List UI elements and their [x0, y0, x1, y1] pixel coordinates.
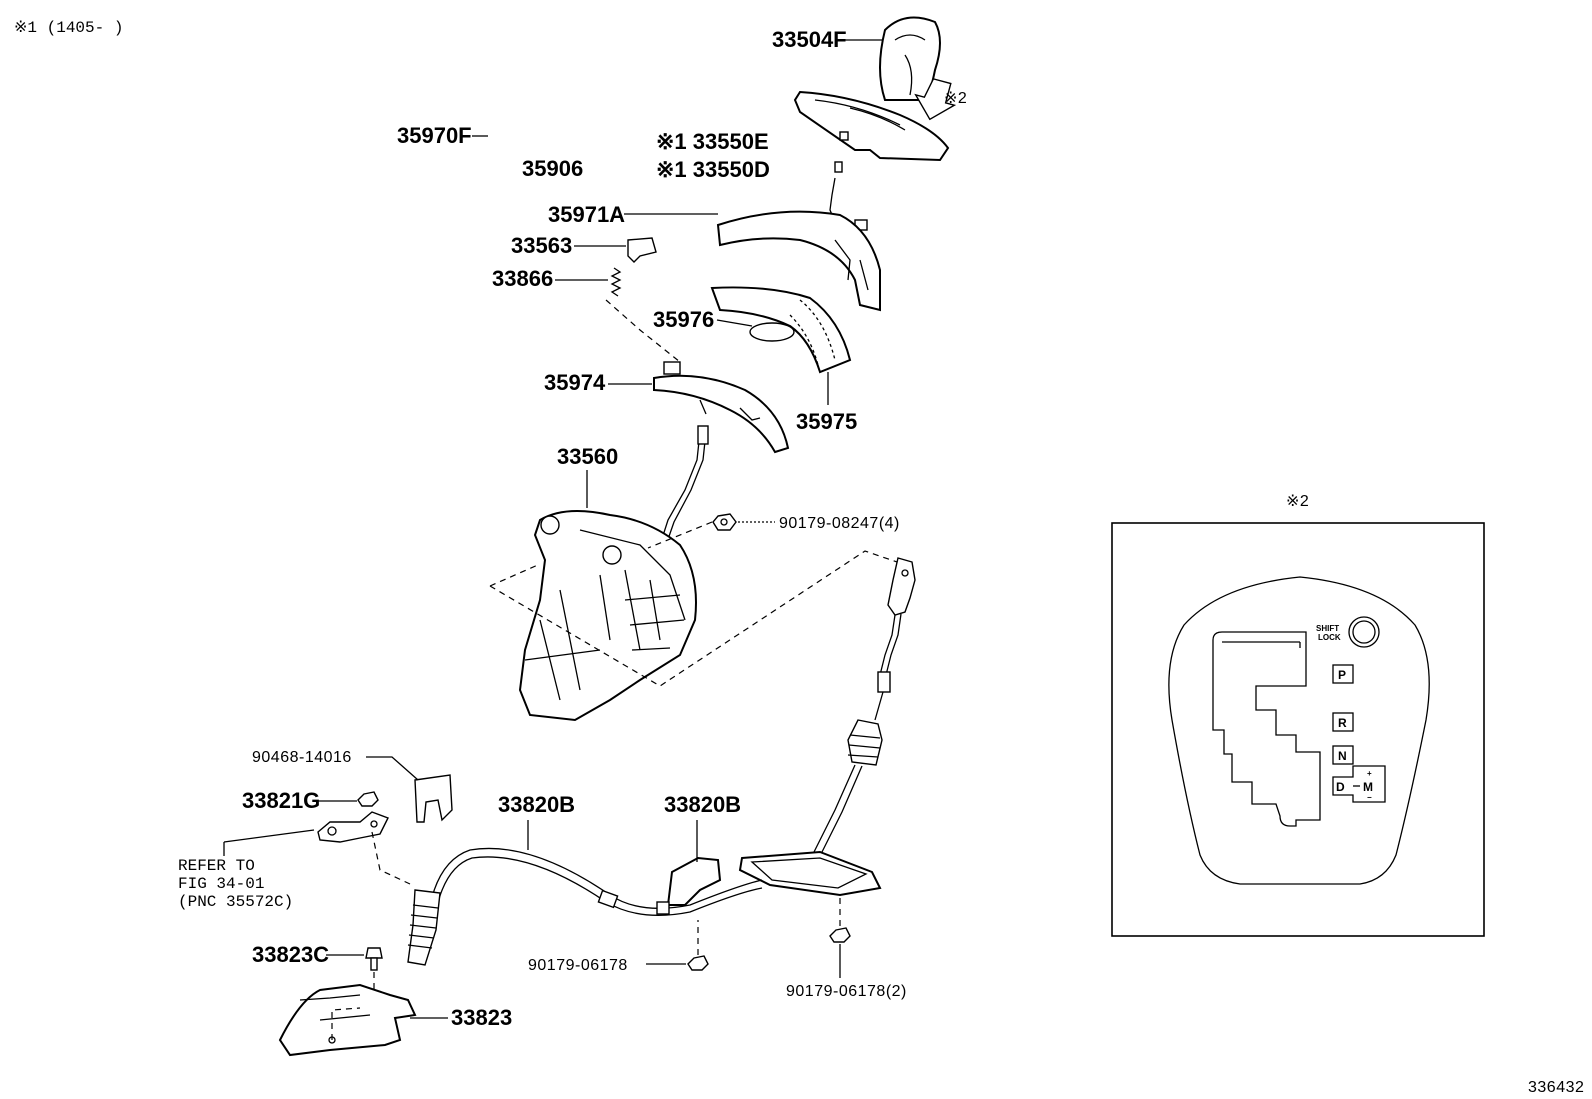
label-33821g: 33821G	[242, 788, 320, 813]
label-35906: 35906	[522, 156, 583, 181]
label-33820b-1: 33820B	[498, 792, 575, 817]
nut-33821g-part	[357, 791, 379, 807]
shift-lever-assy-33560-part	[518, 425, 709, 722]
inset-box	[1111, 522, 1485, 937]
shift-knob-part	[842, 16, 941, 101]
shift-lock-label-1: SHIFT	[1316, 624, 1339, 633]
gear-m: M	[1363, 780, 1373, 794]
nut-90179-06178-part	[687, 955, 709, 971]
shift-gate-panel: SHIFT LOCK P R N D M + −	[1168, 576, 1430, 885]
cable-end-part	[799, 557, 916, 881]
spring-33866-part	[610, 267, 622, 297]
label-33550e: ※1 33550E	[656, 129, 769, 154]
gear-d: D	[1336, 780, 1345, 794]
view-arrow	[914, 78, 957, 121]
label-33866: 33866	[492, 266, 553, 291]
label-33823: 33823	[451, 1005, 512, 1030]
header-note: ※1 (1405- )	[14, 19, 123, 37]
gear-plus: +	[1367, 769, 1372, 778]
label-35970f: 35970F	[397, 123, 472, 148]
shift-cable-part	[407, 847, 763, 966]
part-35976	[749, 322, 795, 342]
cover-35971a-part	[716, 210, 881, 312]
gear-p: P	[1338, 668, 1346, 682]
bracket-33823-part	[278, 983, 417, 1057]
shift-lock-label-2: LOCK	[1318, 633, 1341, 642]
bolt-33823c-part	[365, 947, 383, 971]
label-33563: 33563	[511, 233, 572, 258]
nut-90179-08247-part	[712, 513, 737, 531]
label-33823c: 33823C	[252, 942, 329, 967]
label-arrow-ref: ※2	[944, 90, 967, 107]
label-33820b-2: 33820B	[664, 792, 741, 817]
label-90179-08247: 90179-08247(4)	[779, 515, 900, 532]
label-35971a: 35971A	[548, 202, 625, 227]
label-33550d: ※1 33550D	[656, 157, 770, 182]
indicator-plate-part	[793, 90, 950, 231]
inset-title: ※2	[1286, 493, 1309, 510]
label-35975: 35975	[796, 409, 857, 434]
gear-n: N	[1338, 749, 1347, 763]
grommet-plate-part	[738, 850, 882, 897]
slide-cover-35975-part	[710, 286, 852, 374]
nut-90179-06178-2-part	[829, 927, 851, 943]
clip-90468-14016-part	[414, 774, 453, 823]
label-refer-2: FIG 34-01	[178, 875, 264, 893]
bracket-refer-part	[317, 811, 389, 843]
label-35976: 35976	[653, 307, 714, 332]
drawing-number: 336432	[1528, 1079, 1584, 1096]
label-90468-14016: 90468-14016	[252, 749, 352, 766]
switch-33563-part	[627, 237, 657, 263]
bracket-35974-part	[653, 361, 790, 454]
gear-minus: −	[1367, 793, 1372, 802]
label-90179-06178-2: 90179-06178(2)	[786, 983, 907, 1000]
label-35974: 35974	[544, 370, 606, 395]
label-33504f: 33504F	[772, 27, 847, 52]
label-refer-1: REFER TO	[178, 857, 255, 875]
gear-r: R	[1338, 716, 1347, 730]
bracket-33820b-part	[666, 856, 722, 906]
label-refer-3: (PNC 35572C)	[178, 893, 293, 911]
label-90179-06178: 90179-06178	[528, 957, 628, 974]
label-33560: 33560	[557, 444, 618, 469]
